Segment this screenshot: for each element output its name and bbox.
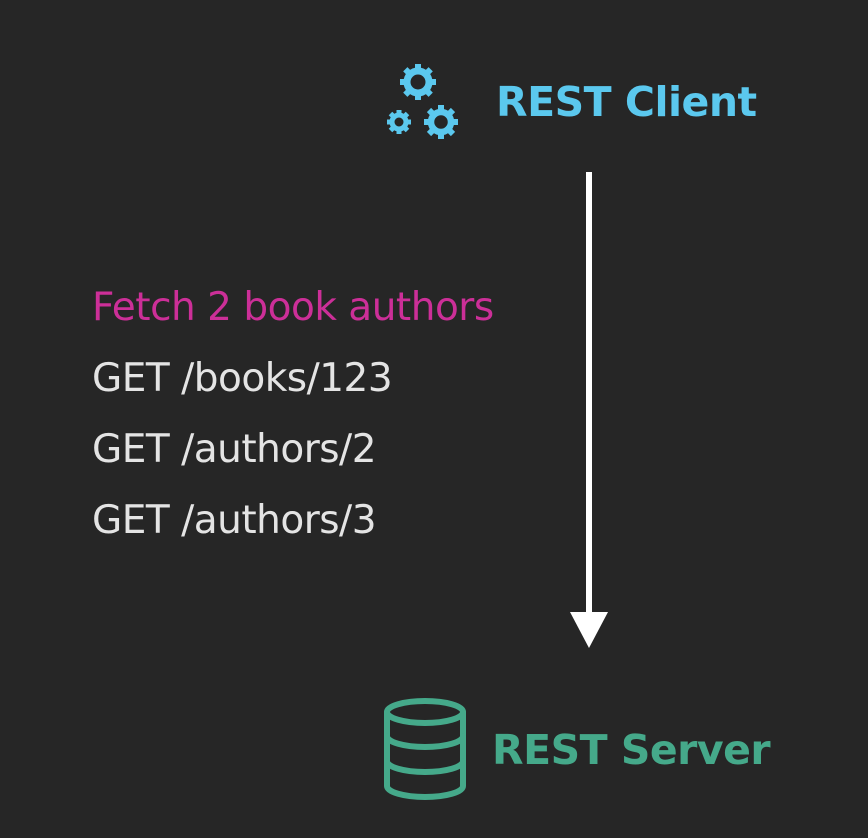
request-line: GET /authors/3 (92, 498, 377, 543)
rest-server-label: REST Server (492, 726, 771, 774)
request-list: Fetch 2 book authors GET /books/123 GET … (92, 272, 494, 556)
database-icon (384, 698, 466, 800)
request-list-heading: Fetch 2 book authors (92, 285, 494, 330)
request-line: GET /authors/2 (92, 427, 377, 472)
gears-icon (387, 64, 458, 139)
request-flow-arrow (570, 172, 608, 648)
rest-server-node: REST Server (380, 698, 771, 802)
request-line: GET /books/123 (92, 356, 393, 401)
rest-client-node: REST Client (384, 62, 757, 142)
rest-client-label: REST Client (496, 78, 757, 126)
